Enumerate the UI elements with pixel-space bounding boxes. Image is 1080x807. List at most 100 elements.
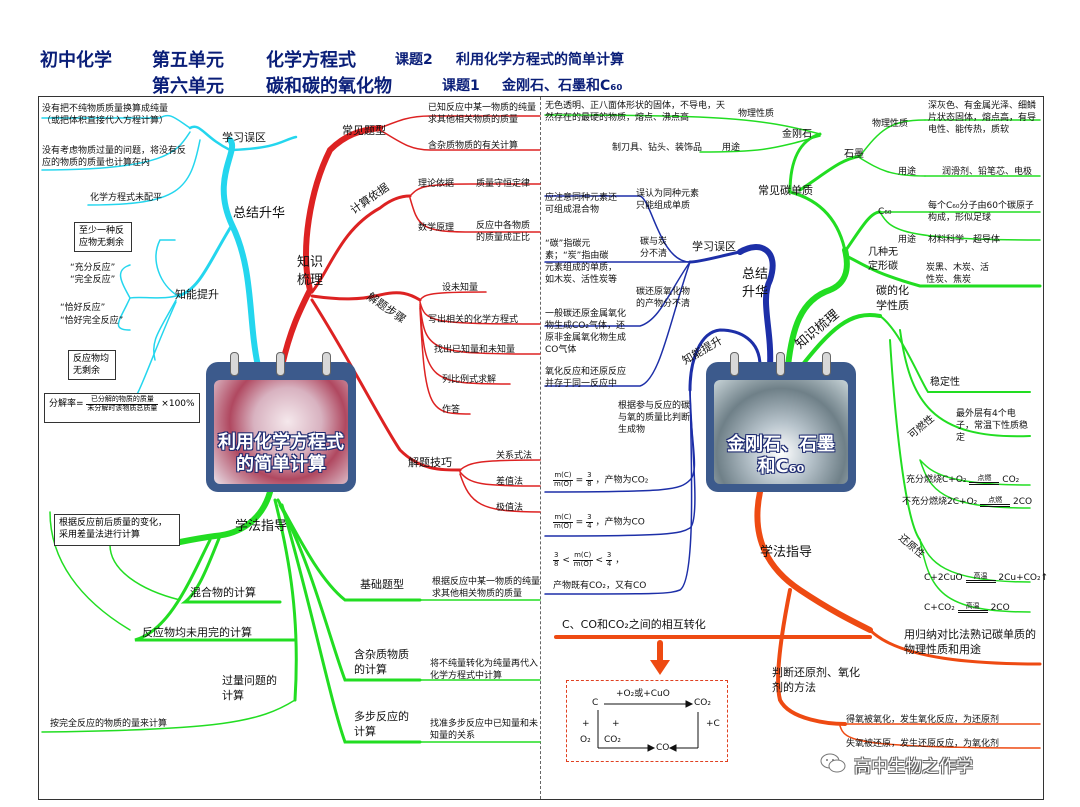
right-summary-label: 总结升华 <box>742 267 769 300</box>
right-ability-note: 根据参与反应的碳与氧的质量比判断生成物 <box>618 401 691 436</box>
binder-ring <box>776 352 785 376</box>
binder-ring <box>322 352 331 376</box>
decomp-denominator: 未分解时该物质总质量 <box>87 403 158 412</box>
lesson2-name: 利用化学方程式的简单计算 <box>456 52 624 68</box>
green-right-trunk <box>785 247 850 369</box>
amorphous-carbon-items: 炭黑、木炭、活性炭、焦炭 <box>926 263 990 286</box>
conversion-title: C、CO和CO₂之间的相互转化 <box>562 618 706 631</box>
mistake-item: 没有把不纯物质质量换算成纯量（或把体积直接代入方程计算） <box>42 104 169 127</box>
judge-rule-1: 得氧被氧化，发生氧化反应，为还原剂 <box>846 715 1000 725</box>
common-type-item: 已知反应中某一物质的纯量求其他相关物质的质量 <box>428 103 537 126</box>
right-card-photo: 金刚石、石墨 和C₆₀ <box>714 380 848 484</box>
right-mistake-item: 应注意同种元素还可组成混合物 <box>545 193 618 216</box>
ratio-result: ，产物为CO <box>595 517 645 528</box>
ratio-result: ，产物为CO₂ <box>595 475 649 486</box>
stability-note: 最外层有4个电子，常温下性质稳定 <box>956 409 1029 444</box>
method-label: 学法指导 <box>235 519 288 534</box>
decomp-label: 分解率= <box>49 399 84 410</box>
judge-method-label: 判断还原剂、氧化剂的方法 <box>772 666 860 694</box>
left-card-title-2: 的简单计算 <box>236 454 326 475</box>
right-card-title-1: 金刚石、石墨 <box>727 434 835 455</box>
graphite-use: 润滑剂、铅笔芯、电极 <box>942 167 1033 177</box>
decomp-numerator: 已分解的物质的质量 <box>86 395 159 405</box>
c60-structure: 每个C₆₀分子由60个碳原子构成，形似足球 <box>928 201 1034 224</box>
diamond-use-label: 用途 <box>722 143 741 153</box>
summary-label: 总结升华 <box>233 206 286 221</box>
graphite-label: 石墨 <box>844 149 864 160</box>
decomposition-formula: 分解率= 已分解的物质的质量 未分解时该物质总质量 ×100% <box>44 393 200 423</box>
diamond-props-label: 物理性质 <box>738 109 775 119</box>
techniques-label: 解题技巧 <box>408 456 452 469</box>
summary-note: 用归纳对比法熟记碳单质的物理性质和用途 <box>904 628 1036 656</box>
theory-value: 质量守恒定律 <box>476 179 531 189</box>
center-divider <box>540 97 541 799</box>
chem-property-label: 碳的化学性质 <box>876 284 909 312</box>
common-type-item: 含杂质物质的有关计算 <box>428 141 519 151</box>
ability-quote: “恰好反应” <box>60 303 106 313</box>
diamond-use: 制刀具、钻头、装饰品 <box>612 143 703 153</box>
conv-top-label: +O₂或+CuO <box>616 689 670 699</box>
lesson1-name: 金刚石、石墨和C₆₀ <box>502 78 623 94</box>
subject-label: 初中化学 <box>40 50 112 71</box>
excess-note: 按完全反应的物质的量来计算 <box>50 719 168 729</box>
step-item: 写出相关的化学方程式 <box>428 315 519 325</box>
amorphous-carbon-label: 几种无定形碳 <box>868 247 898 272</box>
c60-use-label: 用途 <box>898 235 917 245</box>
decomp-times: ×100% <box>161 399 195 410</box>
mixture-calc: 混合物的计算 <box>190 586 256 599</box>
ratio-fraction: m(C)m(O) <box>572 551 593 568</box>
binder-ring <box>730 352 739 376</box>
unit6-name: 碳和碳的氧化物 <box>266 76 392 97</box>
step-item: 作答 <box>442 405 461 415</box>
map-frame <box>38 96 1044 800</box>
burn-complete: 充分燃烧C+O₂ 点燃 CO₂ <box>906 473 1020 485</box>
wechat-icon <box>820 752 846 774</box>
ability-box-1: 至少一种反应物无剩余 <box>74 222 132 253</box>
graphite-props-label: 物理性质 <box>872 119 909 129</box>
multistep-calc: 多步反应的计算 <box>354 710 409 738</box>
mistakes-label: 学习误区 <box>222 131 266 144</box>
diamond-label: 金刚石 <box>782 129 812 140</box>
unreacted-calc: 反应物均未用完的计算 <box>142 626 252 639</box>
diamond-props: 无色透明、正八面体形状的固体，不导电，天然存在的最硬的物质，熔点、沸点高 <box>545 101 726 124</box>
ratio-fraction: m(C)m(O) <box>553 513 573 530</box>
orange-trunk <box>754 489 873 633</box>
method-note-box: 根据反应前后质量的变化，采用差量法进行计算 <box>54 514 180 546</box>
common-carbon-label: 常见碳单质 <box>758 184 813 197</box>
common-types-label: 常见题型 <box>342 124 386 137</box>
lesson1-label: 课题1 <box>442 78 480 94</box>
right-mistake-item: “碳”指碳元素；“炭”指由碳元素组成的单质，如木炭、活性炭等 <box>545 239 618 286</box>
conv-co2: CO₂ <box>694 698 711 708</box>
conv-o2: O₂ <box>580 735 591 745</box>
graphite-use-label: 用途 <box>898 167 917 177</box>
watermark-text: 高中生物之作学 <box>854 757 973 777</box>
c60-label: C₆₀ <box>878 207 892 217</box>
conversion-box <box>566 680 728 762</box>
right-method-label: 学法指导 <box>760 545 813 560</box>
unit5-label: 第五单元 <box>152 50 224 71</box>
left-center-card: 利用化学方程式 的简单计算 <box>206 352 356 492</box>
binder-ring <box>276 352 285 376</box>
technique-item: 差值法 <box>496 477 524 487</box>
lesson2-label: 课题2 <box>395 52 433 68</box>
conv-plus: + <box>612 719 620 729</box>
conv-co: CO <box>656 743 670 753</box>
conv-c: C <box>592 698 599 708</box>
left-card-title-1: 利用化学方程式 <box>218 432 344 453</box>
ability-quote: “恰好完全反应” <box>60 316 124 326</box>
mistake-item: 没有考虑物质过量的问题，将没有反应的物质的质量也计算在内 <box>42 146 187 169</box>
right-mistake-item: 氧化反应和还原反应并存于同一反应中 <box>545 367 627 390</box>
right-mistake-item: 误认为同种元素只能组成单质 <box>636 189 700 212</box>
right-mistake-item: 一般碳还原金属氧化物生成CO₂气体，还原非金属氧化物生成CO气体 <box>545 309 627 356</box>
blue-trunk <box>737 244 776 369</box>
impure-note: 将不纯量转化为纯量再代入化学方程式中计算 <box>430 659 539 682</box>
ability-box-2: 反应物均无剩余 <box>68 350 116 381</box>
step-item: 找出已知量和未知量 <box>434 345 516 355</box>
